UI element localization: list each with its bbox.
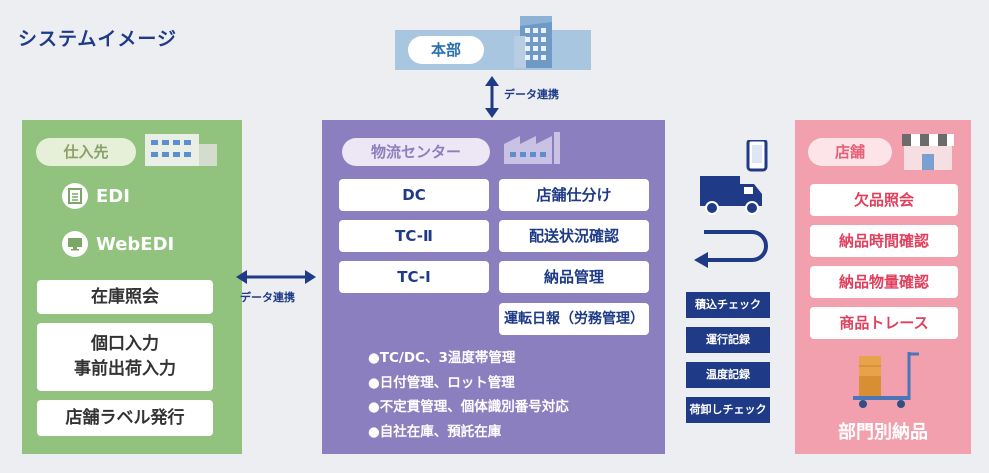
logistics-item-driving-log: 運転日報（労務管理）: [499, 303, 649, 335]
supplier-box-stock-inquiry: 在庫照会: [37, 280, 213, 314]
hq-label: 本部: [408, 36, 484, 64]
webedi-row: WebEDI: [62, 230, 174, 258]
middle-item-temperature-record: 温度記録: [686, 362, 770, 388]
bullet-item: ●不定貫管理、個体識別番号対応: [368, 399, 569, 415]
factory-building-icon: [145, 134, 217, 166]
supplier-box-package-input: 個口入力 事前出荷入力: [37, 323, 213, 391]
monitor-icon: [62, 231, 88, 257]
logistics-item-delivery-status: 配送状況確認: [499, 220, 649, 252]
diagram-title: システムイメージ: [18, 28, 178, 50]
logistics-item-delivery-management: 納品管理: [499, 261, 649, 293]
logistics-item-store-sorting: 店舗仕分け: [499, 179, 649, 211]
edi-row: EDI: [62, 182, 130, 210]
store-item-delivery-volume: 納品物量確認: [810, 266, 958, 298]
middle-item-operation-record: 運行記録: [686, 327, 770, 353]
logistics-item-tc1: TC-Ⅰ: [339, 261, 489, 293]
return-arrow-icon: [694, 230, 768, 268]
warehouse-icon: [504, 132, 560, 164]
hand-truck-boxes-icon: [853, 352, 919, 408]
logistics-item-dc: DC: [339, 179, 489, 211]
store-item-delivery-time: 納品時間確認: [810, 225, 958, 257]
logistics-label: 物流センター: [342, 138, 490, 166]
bullet-item: ●日付管理、ロット管理: [368, 374, 515, 391]
store-item-product-trace: 商品トレース: [810, 307, 958, 339]
bullet-item: ●自社在庫、預託在庫: [368, 423, 502, 440]
middle-item-loading-check: 積込チェック: [686, 292, 770, 318]
supplier-label: 仕入先: [36, 138, 136, 166]
horizontal-double-arrow-icon: [236, 270, 316, 284]
horizontal-link-label: データ連携: [240, 291, 295, 304]
bullet-item: ●TC/DC、3温度帯管理: [368, 350, 516, 366]
store-label: 店舗: [808, 138, 892, 166]
document-icon: [62, 183, 88, 209]
shop-icon: [902, 134, 954, 170]
vertical-double-arrow-icon: [485, 76, 499, 118]
middle-item-unloading-check: 荷卸しチェック: [686, 397, 770, 423]
vertical-link-label: データ連携: [504, 88, 559, 101]
truck-with-phone-icon: [700, 140, 768, 215]
logistics-item-tc2: TC-Ⅱ: [339, 220, 489, 252]
logistics-bullet-list: ●TC/DC、3温度帯管理 ●日付管理、ロット管理 ●不定貫管理、個体識別番号対…: [368, 346, 569, 444]
webedi-label: WebEDI: [96, 233, 175, 255]
supplier-box-label-issue: 店舗ラベル発行: [37, 400, 213, 436]
supplier-box-package-line: 個口入力: [91, 334, 159, 354]
supplier-box-preshipment-line: 事前出荷入力: [74, 359, 176, 379]
store-footer-label: 部門別納品: [838, 422, 928, 443]
office-building-icon: [514, 16, 552, 68]
edi-label: EDI: [96, 185, 130, 207]
store-item-stockout-inquiry: 欠品照会: [810, 184, 958, 216]
